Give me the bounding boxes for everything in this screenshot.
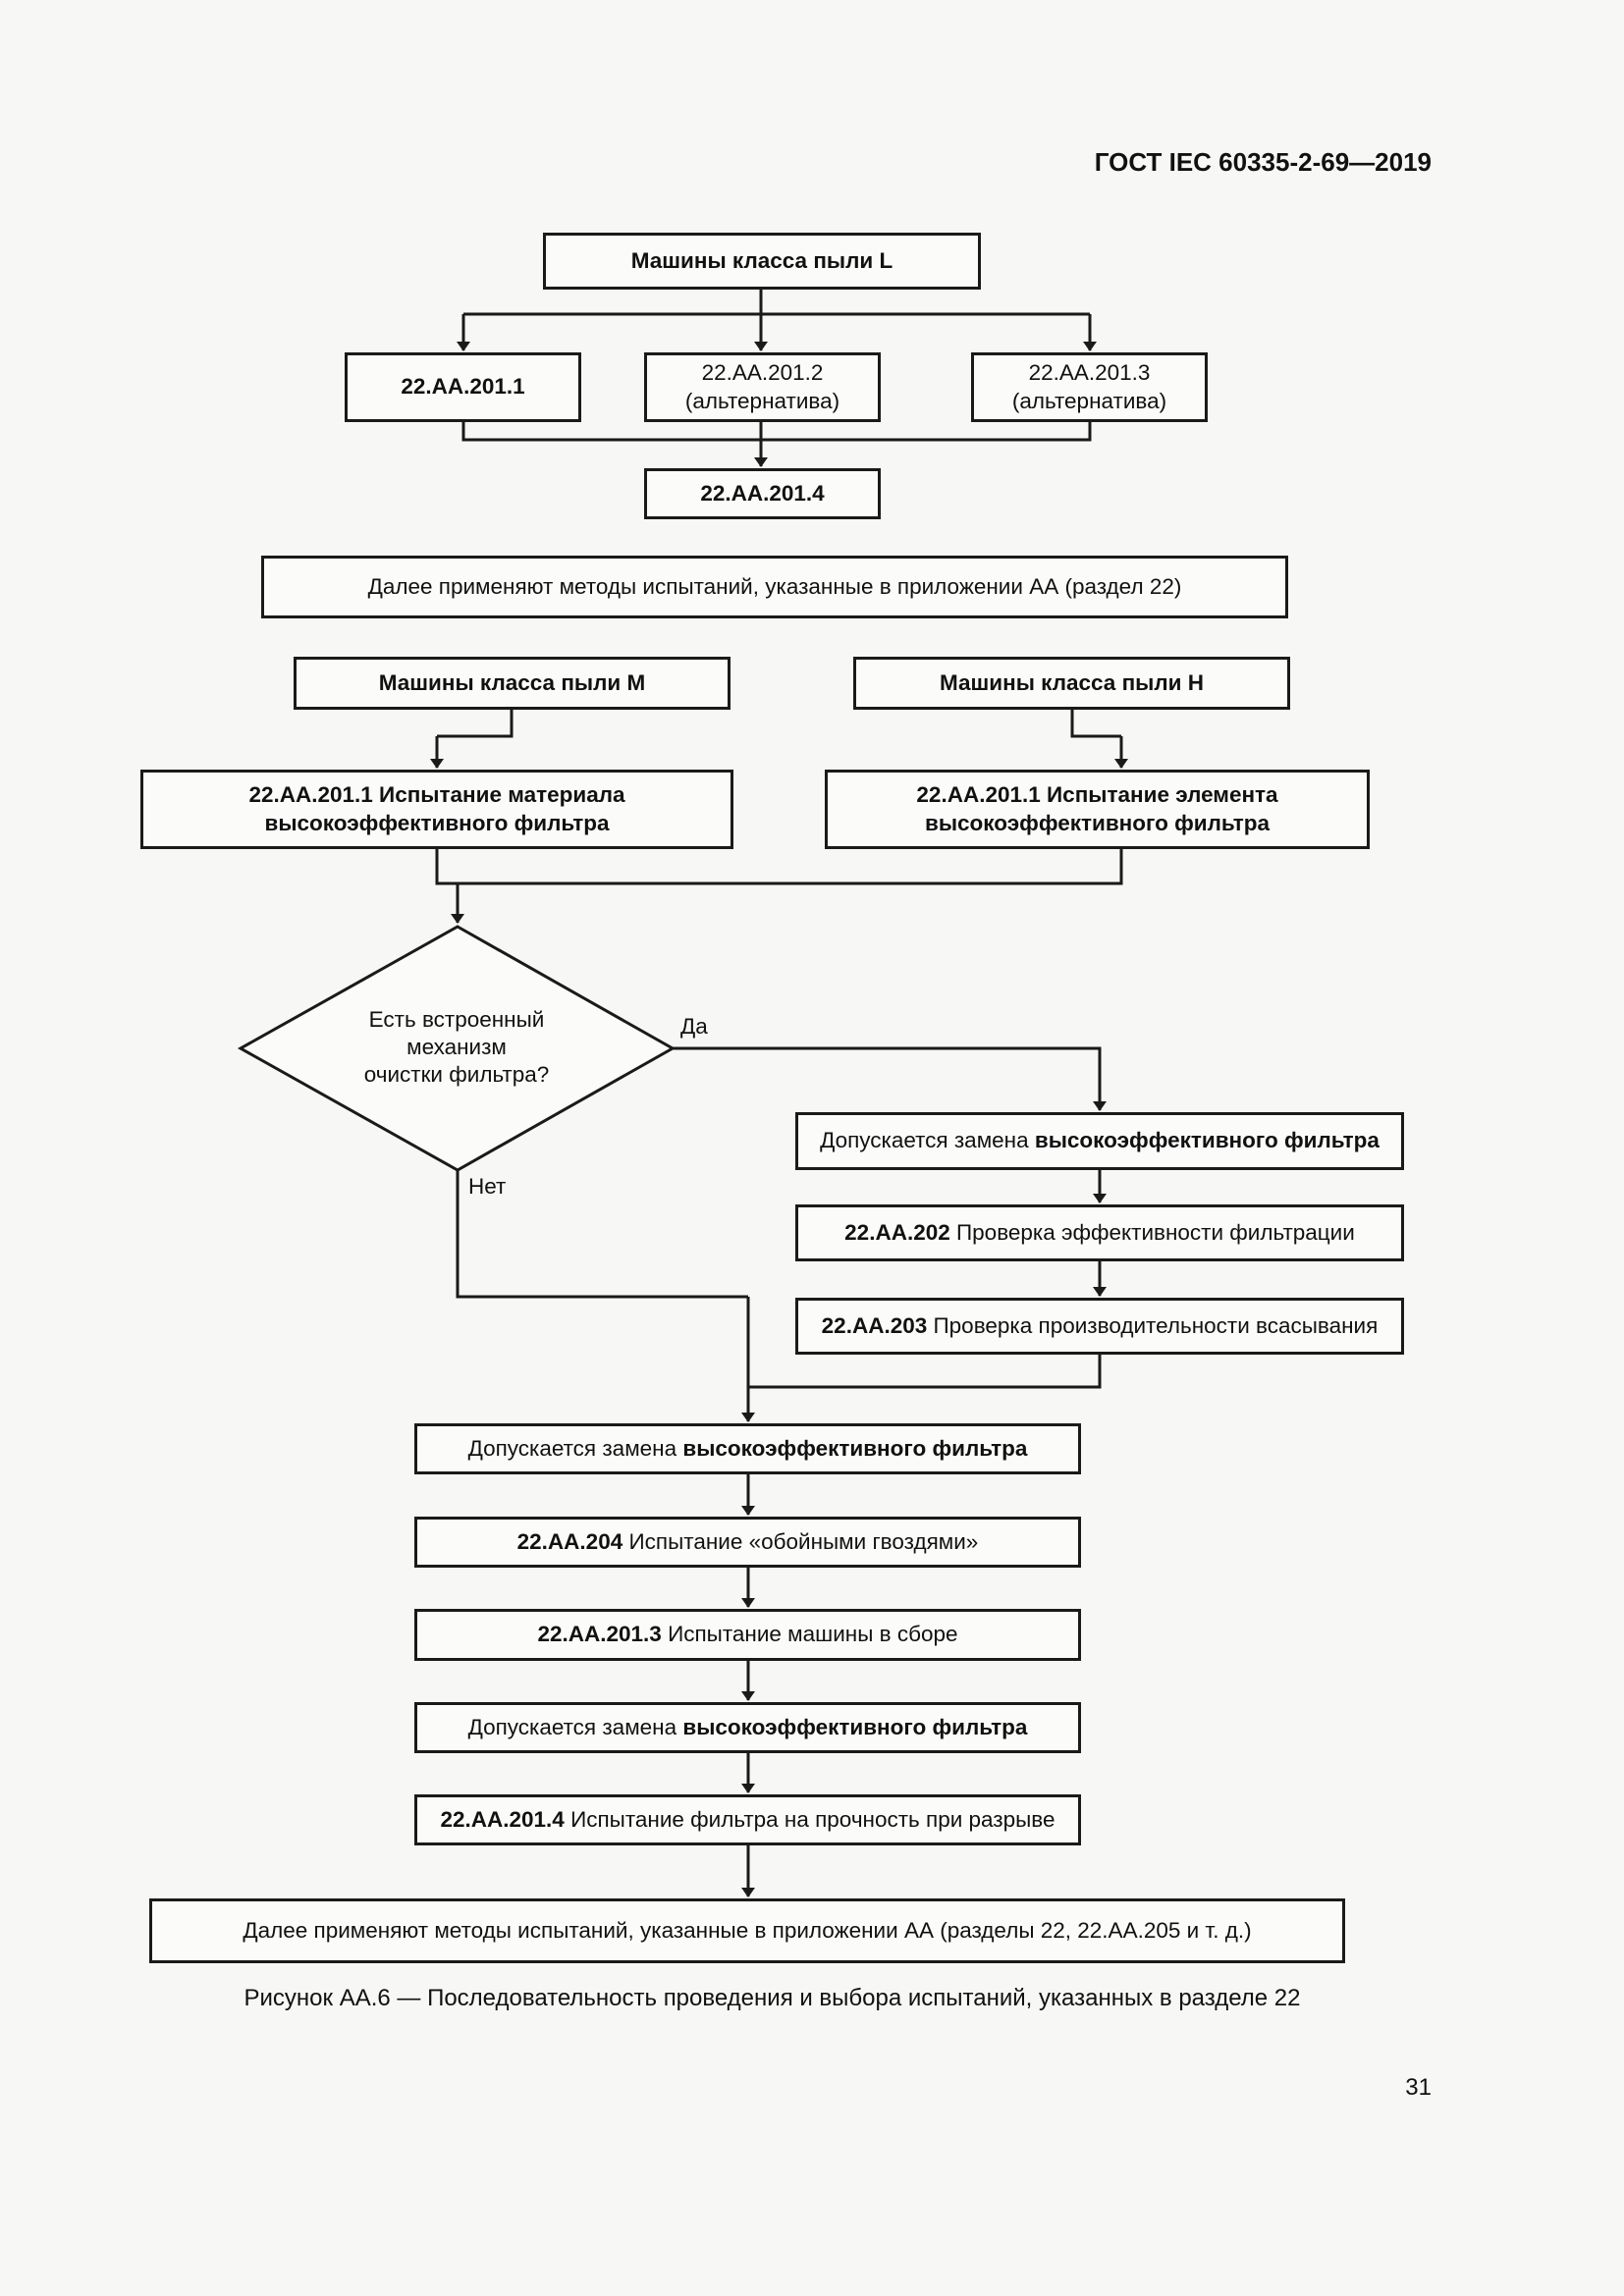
l-test2-box: 22.АА.201.2 (альтернатива)	[644, 352, 881, 422]
h-test-line2: высокоэффективного фильтра	[924, 810, 1271, 835]
page-number: 31	[1405, 2074, 1432, 2101]
connector-mh-merge	[435, 849, 1123, 885]
l-test3-code: 22.АА.201.3	[1028, 360, 1151, 386]
connector-no-branch	[456, 1170, 748, 1299]
t2013-code: 22.АА.201.3	[537, 1622, 662, 1647]
t204-box: 22.АА.204 Испытание «обойными гвоздями»	[414, 1517, 1081, 1568]
arrow-yes-branch	[673, 1046, 1107, 1111]
h-test-box: 22.АА.201.1 Испытание элемента высокоэфф…	[825, 770, 1370, 849]
l-test3-box: 22.АА.201.3 (альтернатива)	[971, 352, 1208, 422]
t202-text: Проверка эффективности фильтрации	[949, 1219, 1355, 1245]
m-test-line1: 22.АА.201.1 Испытание материала	[248, 782, 625, 808]
decision-line1: Есть встроенный	[368, 1007, 545, 1032]
final-next-label: Далее применяют методы испытаний, указан…	[243, 1917, 1252, 1943]
decision-line3: очистки фильтра?	[363, 1062, 550, 1088]
replace-filter-box-2: Допускается замена высокоэффективного фи…	[414, 1423, 1081, 1474]
t204-code: 22.АА.204	[516, 1528, 623, 1554]
decision-text: Есть встроенный механизм очистки фильтра…	[324, 1006, 589, 1089]
h-test-line1: 22.АА.201.1 Испытание элемента	[916, 782, 1278, 808]
class-l-box: Машины класса пыли L	[543, 233, 981, 290]
decision-line2: механизм	[406, 1035, 507, 1060]
l-test1-box: 22.АА.201.1	[345, 352, 581, 422]
replace-filter-box-1: Допускается замена высокоэффективного фи…	[795, 1112, 1404, 1170]
class-l-label: Машины класса пыли L	[630, 247, 893, 273]
t2014-code: 22.АА.201.4	[440, 1806, 565, 1832]
replace-prefix-2: Допускается замена	[467, 1435, 683, 1461]
replace-bold-3: высокоэффективного фильтра	[682, 1714, 1028, 1739]
replace-prefix-1: Допускается замена	[820, 1128, 1035, 1153]
t2013-box: 22.АА.201.3 Испытание машины в сборе	[414, 1609, 1081, 1661]
connector-h-split	[1070, 710, 1121, 738]
l-next-label: Далее применяют методы испытаний, указан…	[367, 573, 1182, 599]
replace-bold-2: высокоэффективного фильтра	[682, 1435, 1028, 1461]
t2014-text: Испытание фильтра на прочность при разры…	[564, 1806, 1056, 1832]
t203-code: 22.АА.203	[821, 1312, 928, 1338]
l-test4-box: 22.АА.201.4	[644, 468, 881, 519]
t204-text: Испытание «обойными гвоздями»	[623, 1528, 979, 1554]
connector-yes-return	[748, 1355, 1102, 1389]
final-next-box: Далее применяют методы испытаний, указан…	[149, 1898, 1345, 1963]
t203-text: Проверка производительности всасывания	[927, 1312, 1379, 1338]
connector-m-split	[437, 710, 514, 738]
t203-box: 22.АА.203 Проверка производительности вс…	[795, 1298, 1404, 1355]
class-m-box: Машины класса пыли М	[294, 657, 731, 710]
l-next-box: Далее применяют методы испытаний, указан…	[261, 556, 1288, 618]
l-test3-note: (альтернатива)	[1011, 388, 1167, 413]
m-test-line2: высокоэффективного фильтра	[264, 810, 610, 835]
replace-prefix-3: Допускается замена	[467, 1714, 683, 1739]
l-test4-label: 22.АА.201.4	[700, 480, 825, 506]
t2013-text: Испытание машины в сборе	[661, 1622, 958, 1647]
yes-label: Да	[680, 1014, 708, 1039]
m-test-box: 22.АА.201.1 Испытание материала высокоэф…	[140, 770, 733, 849]
class-h-label: Машины класса пыли Н	[939, 669, 1204, 695]
l-test1-label: 22.АА.201.1	[401, 374, 525, 400]
replace-filter-box-3: Допускается замена высокоэффективного фи…	[414, 1702, 1081, 1753]
class-h-box: Машины класса пыли Н	[853, 657, 1290, 710]
figure-caption: Рисунок АА.6 — Последовательность провед…	[244, 1985, 1301, 2011]
connector-l-merge	[461, 422, 1092, 442]
t202-box: 22.АА.202 Проверка эффективности фильтра…	[795, 1204, 1404, 1261]
class-m-label: Машины класса пыли М	[378, 669, 646, 695]
l-test2-code: 22.АА.201.2	[701, 360, 824, 386]
replace-bold-1: высокоэффективного фильтра	[1034, 1128, 1380, 1153]
t202-code: 22.АА.202	[844, 1219, 950, 1245]
no-label: Нет	[468, 1174, 507, 1199]
t2014-box: 22.АА.201.4 Испытание фильтра на прочнос…	[414, 1794, 1081, 1845]
document-header: ГОСТ IEC 60335-2-69—2019	[1094, 147, 1432, 177]
l-test2-note: (альтернатива)	[684, 388, 840, 413]
